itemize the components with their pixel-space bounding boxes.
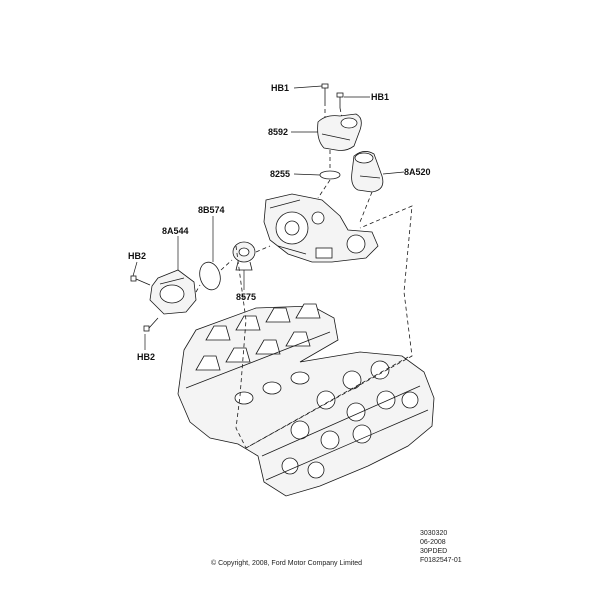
label-hb2-top: HB2 [128,251,147,261]
figure-id: F0182547-01 [420,557,462,564]
bolt-hb1-right [336,92,344,119]
cylinder-head [177,303,435,497]
thermostat-8575 [232,241,256,271]
copyright-notice: © Copyright, 2008, Ford Motor Company Li… [211,560,363,567]
label-8592: 8592 [268,127,289,137]
label-hb1-left: HB1 [271,83,290,93]
drawing-date: 06-2008 [420,539,446,546]
drawing-number: 3030320 [420,530,448,537]
label-8a544: 8A544 [162,226,189,236]
elbow-8a520 [351,151,384,193]
label-hb2-bottom: HB2 [137,352,156,362]
bolt-hb2-top [130,275,151,286]
label-8255: 8255 [270,169,291,179]
label-8575: 8575 [236,292,257,302]
bolt-hb1-left [321,83,329,118]
gasket-8255 [319,170,341,180]
pump-assembly [263,193,379,263]
oring-8b574 [199,261,221,291]
housing-8a544 [149,269,197,315]
label-hb1-right: HB1 [371,92,390,102]
drawing-code: 30PDED [420,548,448,555]
housing-8592 [317,113,362,151]
label-8b574: 8B574 [198,205,225,215]
bolt-hb2-bottom [143,317,159,332]
label-8a520: 8A520 [404,167,431,177]
